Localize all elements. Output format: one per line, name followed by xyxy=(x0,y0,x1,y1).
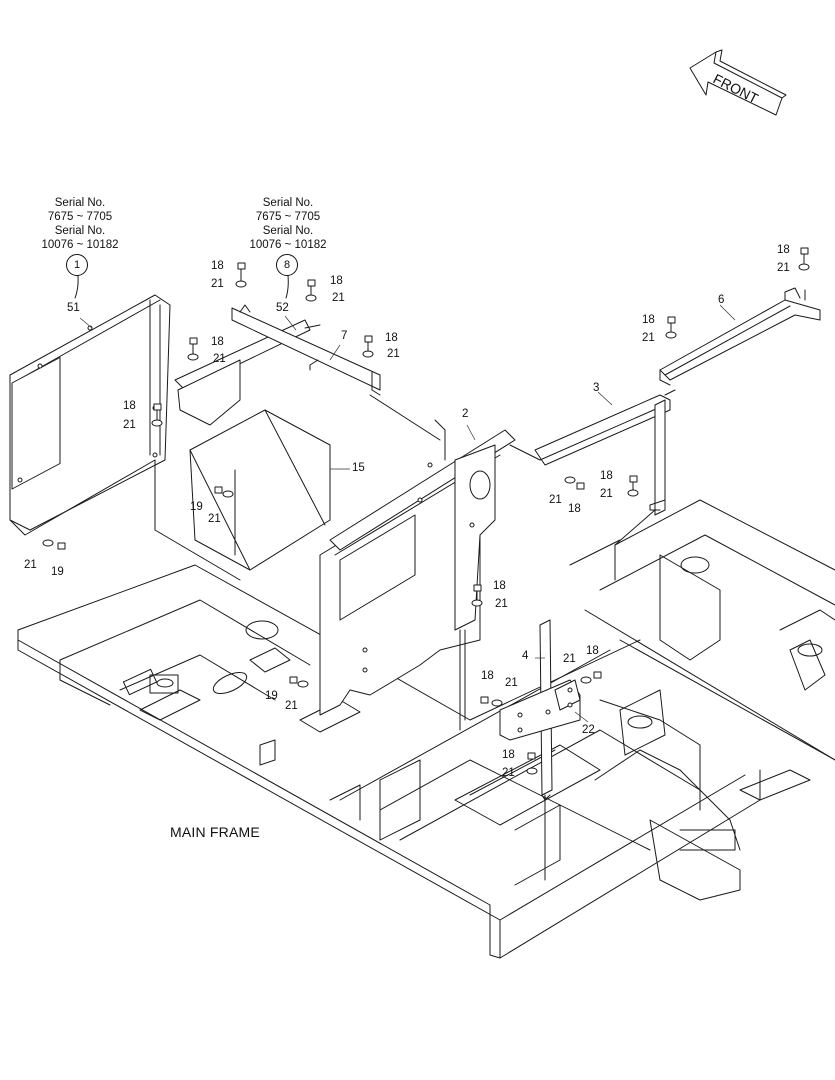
callout-8: 8 xyxy=(276,254,298,276)
bolt-label-18: 18 xyxy=(330,275,343,287)
part-label-52: 52 xyxy=(276,302,289,314)
bolt-label-18: 18 xyxy=(568,503,581,515)
bolt-label-18: 18 xyxy=(493,580,506,592)
washer-label-21: 21 xyxy=(495,598,508,610)
washer-label-21: 21 xyxy=(549,494,562,506)
bolt-18-i xyxy=(471,584,483,607)
washer-label-21: 21 xyxy=(502,767,515,779)
main-frame-label: MAIN FRAME xyxy=(170,824,260,840)
washer-label-21: 21 xyxy=(24,559,37,571)
bolt-label-18: 18 xyxy=(481,670,494,682)
serial-note-1-line2: 7675 ~ 7705 xyxy=(47,211,113,223)
part-label-3: 3 xyxy=(593,382,600,394)
part-label-15: 15 xyxy=(352,462,365,474)
bolt-19-a xyxy=(42,539,66,550)
washer-label-21: 21 xyxy=(213,353,226,365)
serial-note-1-line4: 10076 ~ 10182 xyxy=(41,239,119,251)
washer-label-21: 21 xyxy=(505,677,518,689)
main-frame-drawing xyxy=(17,499,835,959)
callout-1: 1 xyxy=(66,254,88,276)
serial-note-1-line3: Serial No. xyxy=(54,225,106,237)
bolt-label-18: 18 xyxy=(642,314,655,326)
part-label-4: 4 xyxy=(522,650,529,662)
washer-label-21: 21 xyxy=(777,262,790,274)
part-52-bracket-drawing xyxy=(174,304,441,441)
serial-note-8-line2: 7675 ~ 7705 xyxy=(255,211,321,223)
washer-label-21: 21 xyxy=(387,348,400,360)
bolt-washer-markers xyxy=(42,247,810,775)
bolt-18-d xyxy=(362,335,374,358)
part-label-2: 2 xyxy=(462,408,469,420)
washer-label-21: 21 xyxy=(600,488,613,500)
part-label-22: 22 xyxy=(582,724,595,736)
bolt-label-19: 19 xyxy=(265,690,278,702)
bolt-label-18: 18 xyxy=(586,645,599,657)
serial-note-8-line1: Serial No. xyxy=(262,197,314,209)
bolt-18-j xyxy=(564,476,585,490)
bolt-label-18: 18 xyxy=(385,332,398,344)
bolt-label-19: 19 xyxy=(51,566,64,578)
bolt-label-18: 18 xyxy=(211,336,224,348)
washer-label-21: 21 xyxy=(123,419,136,431)
bolt-18-l xyxy=(580,671,602,684)
serial-note-8-line4: 10076 ~ 10182 xyxy=(249,239,327,251)
washer-label-21: 21 xyxy=(211,278,224,290)
bolt-label-18: 18 xyxy=(123,400,136,412)
part-51-panel-drawing xyxy=(9,294,241,581)
bolt-18-k xyxy=(480,696,503,707)
bolt-label-19: 19 xyxy=(190,501,203,513)
washer-label-21: 21 xyxy=(285,700,298,712)
bolt-18-f xyxy=(665,316,677,339)
serial-note-8: Serial No. 7675 ~ 7705 Serial No. 10076 … xyxy=(228,196,348,252)
bolt-18-e xyxy=(151,403,163,427)
serial-note-1-line1: Serial No. xyxy=(54,197,106,209)
bolt-label-18: 18 xyxy=(502,749,515,761)
bolt-label-18: 18 xyxy=(777,244,790,256)
bolt-label-18: 18 xyxy=(600,470,613,482)
bolt-18-m xyxy=(526,752,538,775)
part-15-duct-drawing xyxy=(189,409,331,571)
washer-label-21: 21 xyxy=(563,653,576,665)
bolt-19-c xyxy=(289,676,309,688)
part-label-7: 7 xyxy=(341,330,348,342)
part-3-frame-drawing xyxy=(509,389,676,581)
bolt-18-a xyxy=(235,262,247,288)
serial-note-1: Serial No. 7675 ~ 7705 Serial No. 10076 … xyxy=(20,196,140,252)
bolt-18-c xyxy=(187,337,199,361)
front-arrow-icon: FRONT xyxy=(689,49,787,116)
bolt-18-b xyxy=(305,279,317,302)
washer-label-21: 21 xyxy=(208,513,221,525)
part-4-bracket-drawing xyxy=(499,619,581,881)
washer-label-21: 21 xyxy=(332,292,345,304)
bolt-18-g xyxy=(798,247,810,271)
bolt-19-b xyxy=(214,486,234,498)
part-2-panel-drawing xyxy=(319,419,516,731)
bolt-18-h xyxy=(627,475,639,497)
washer-label-21: 21 xyxy=(642,332,655,344)
bolt-label-18: 18 xyxy=(211,260,224,272)
part-label-51: 51 xyxy=(67,302,80,314)
part-6-bar-drawing xyxy=(659,287,821,386)
part-label-6: 6 xyxy=(718,294,725,306)
serial-note-8-line3: Serial No. xyxy=(262,225,314,237)
